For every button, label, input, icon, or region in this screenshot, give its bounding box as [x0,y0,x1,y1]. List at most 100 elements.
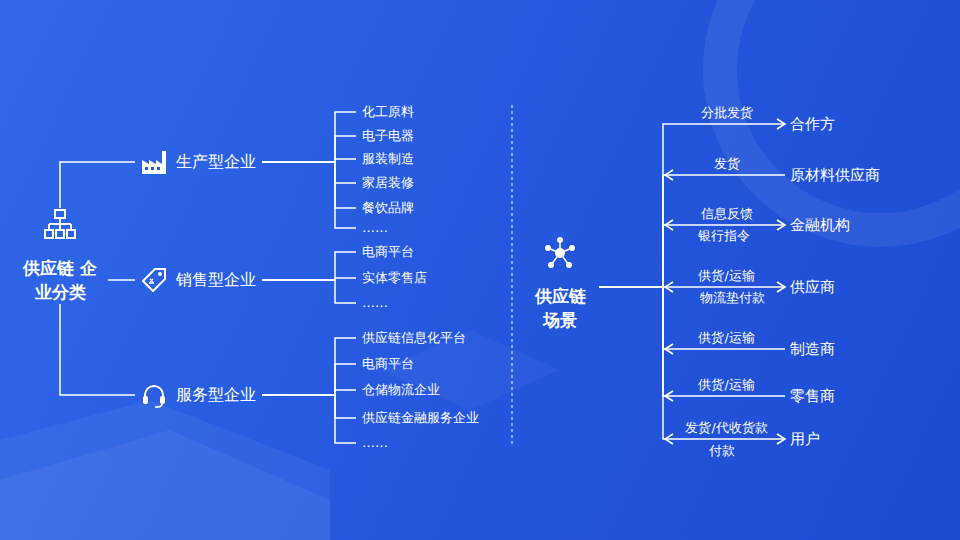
org-icon-part [56,230,64,238]
connector [599,287,785,444]
node-text: 原材料供应商 [790,165,880,185]
node-text: …… [362,219,388,237]
connector [262,136,356,162]
node-text: 餐饮品牌 [362,199,414,217]
node-text: 供应链 企业分类 [18,256,102,304]
list-item: 供应链信息化平台 [362,329,466,347]
node-text: 供应链信息化平台 [362,329,466,347]
connector [60,304,135,395]
tag-icon [140,266,168,294]
arrow-head [665,282,673,292]
tag-icon-part [158,272,162,276]
flow-label: 物流垫付款 [700,290,765,306]
scene-party: 供应商 [790,277,835,297]
connector-line [60,304,135,395]
connector-line [262,280,356,303]
node-text: …… [362,294,388,312]
factory-icon [140,148,168,176]
list-item: 电商平台 [362,355,414,373]
connector-line [262,162,356,228]
root-title: 供应链 企业分类 [18,208,102,304]
scene-party: 制造商 [790,339,835,359]
decor-book [0,430,330,540]
headset-icon-part [155,404,162,407]
list-item: 仓储物流企业 [362,381,440,399]
org-icon-part [55,210,65,218]
scene-hub: 供应链 场景 [525,236,595,332]
factory-icon-part [145,167,148,170]
list-item: …… [362,294,388,312]
network-icon-part [557,237,563,243]
tag-icon-part [149,279,154,283]
scene-party: 零售商 [790,386,835,406]
factory-icon-part [157,167,160,170]
connector-line [108,279,135,281]
headset-icon-part [145,386,163,398]
connector [599,220,785,287]
connector [262,162,356,183]
node-text: 生产型企业 [176,152,256,173]
connector-line [262,136,356,162]
scene-party: 金融机构 [790,215,850,235]
node-text: 服务型企业 [176,385,256,406]
arrow-head [665,170,673,180]
node-text: 合作方 [790,114,835,134]
connector-line [262,338,356,395]
connector-line [60,162,135,208]
node-text: 供应商 [790,277,835,297]
network-icon-part [566,262,572,268]
arrow-head [777,282,785,292]
node-text: 实体零售店 [362,269,427,287]
network-icon-part [545,245,551,251]
network-icon-part [548,262,554,268]
decor-ring [720,0,960,230]
flow-label: 银行指令 [698,228,750,244]
node-text: 用户 [790,429,820,449]
connector [60,162,135,208]
network-icon-part [569,245,575,251]
node-text: 电子电器 [362,127,414,145]
scene-party: 原材料供应商 [790,165,880,185]
connector [262,162,356,208]
network-icon-part [555,248,565,258]
node-text: 仓储物流企业 [362,381,440,399]
factory-icon-part [142,151,166,174]
list-item: 家居装修 [362,174,414,192]
org-icon-part [43,208,77,242]
arrow-head [777,434,785,444]
arrow-head [665,344,673,354]
tag-icon-part [140,266,168,294]
flow-label: 付款 [709,443,735,459]
factory-icon-part [140,148,168,176]
edge-label: 发货/代收货款 [685,420,767,436]
connector-line [262,364,356,395]
network-icon-part [548,240,572,265]
headset-icon [140,381,168,409]
arrow-head [777,119,785,129]
edge-label: 信息反馈 [701,206,753,222]
headset-icon-part [140,381,168,409]
list-item: 电商平台 [362,243,414,261]
headset-icon-part [160,396,165,404]
arrow-head [665,391,673,401]
connector-line [262,112,356,162]
list-item: 餐饮品牌 [362,199,414,217]
node-text: 服装制造 [362,150,414,168]
node-text: 电商平台 [362,355,414,373]
network-icon-part [543,236,577,270]
connector [599,170,785,287]
category-item: 销售型企业 [140,264,256,296]
connector-line [599,124,785,287]
list-item: 电子电器 [362,127,414,145]
list-item: …… [362,434,388,452]
category-item: 生产型企业 [140,146,256,178]
node-text: 供应链 场景 [525,284,595,332]
node-text: 制造商 [790,339,835,359]
list-item: 供应链金融服务企业 [362,409,479,427]
headset-icon-part [143,396,148,404]
connector-line [262,395,356,418]
connector-line [599,287,785,349]
connector [262,280,356,303]
